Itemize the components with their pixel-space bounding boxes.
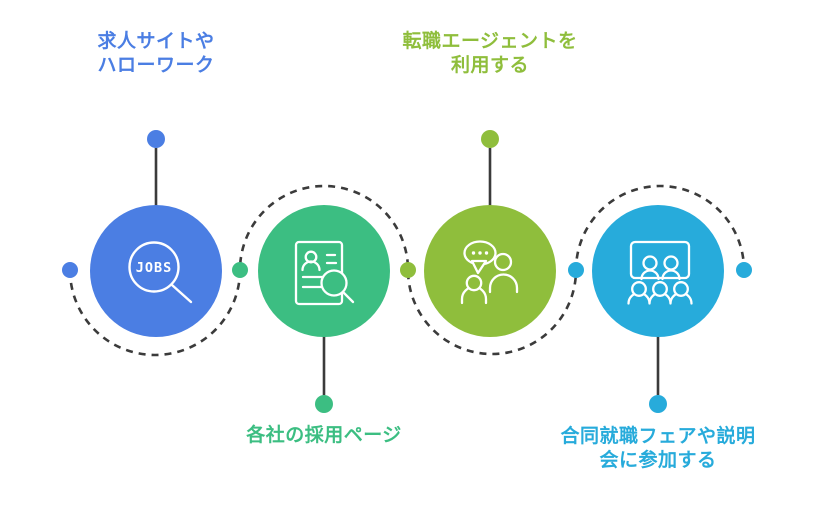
step-1-label: 求人サイトや ハローワーク (26, 29, 286, 77)
step-4-circle (592, 205, 724, 337)
step-1-stem-dot (147, 130, 165, 148)
connector-dot-1-2 (232, 262, 248, 278)
step-1-label-line-1: 求人サイトや (97, 30, 215, 52)
step-3-stem-dot (481, 130, 499, 148)
step-3-label: 転職エージェントを 利用する (360, 29, 620, 77)
presentation-audience-icon (627, 240, 693, 305)
connector-dot-2-3 (400, 262, 416, 278)
step-1-circle: JOBS (90, 205, 222, 337)
connector-dot-end (736, 262, 752, 278)
step-3-label-line-2: 利用する (450, 54, 529, 76)
jobs-icon-text: JOBS (136, 260, 173, 276)
step-4-stem-dot (649, 395, 667, 413)
jobs-magnifier-icon: JOBS (128, 241, 193, 304)
step-4-label: 合同就職フェアや説明 会に参加する (528, 424, 788, 472)
step-2-disc (258, 205, 390, 337)
connector-dot-3-4 (568, 262, 584, 278)
step-2-label: 各社の採用ページ (194, 423, 454, 447)
conversation-icon (460, 240, 519, 305)
step-3-disc (424, 205, 556, 337)
connector-dot-start (62, 262, 78, 278)
resume-search-icon (294, 240, 355, 306)
step-4-disc (592, 205, 724, 337)
step-1-disc (90, 205, 222, 337)
step-1-label-line-2: ハローワーク (97, 54, 215, 76)
step-2-circle (258, 205, 390, 337)
step-3-circle (424, 205, 556, 337)
step-2-label-line-1: 各社の採用ページ (246, 424, 402, 446)
step-3-label-line-1: 転職エージェントを (402, 30, 578, 52)
step-2-stem-dot (315, 395, 333, 413)
step-4-label-line-1: 合同就職フェアや説明 (560, 425, 756, 447)
step-4-label-line-2: 会に参加する (599, 449, 717, 471)
